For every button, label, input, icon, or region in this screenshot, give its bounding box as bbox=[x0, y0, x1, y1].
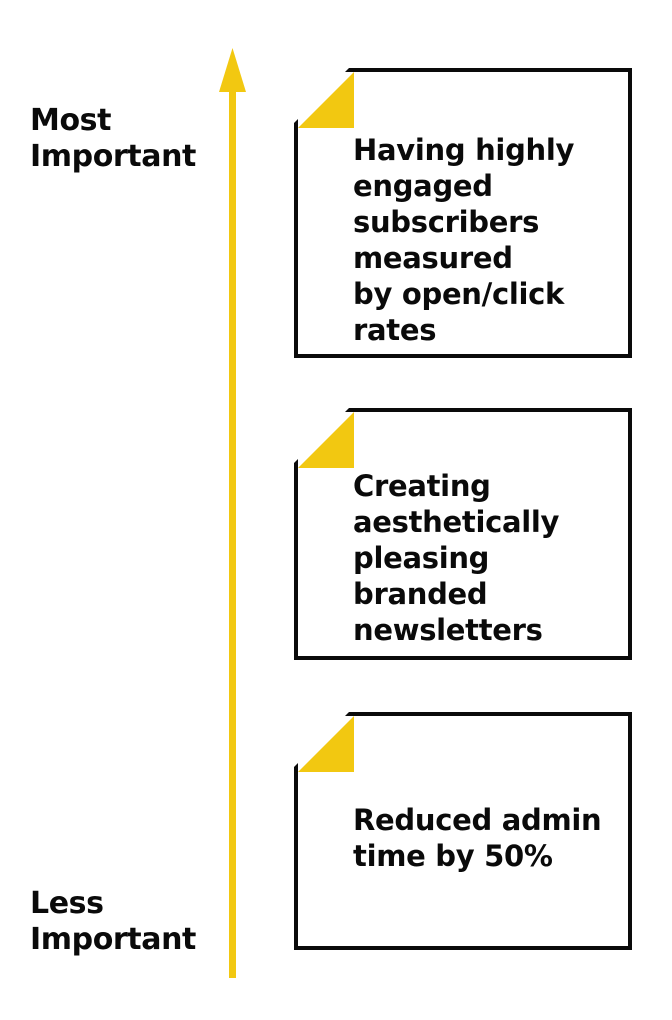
priority-card-2-text: Creating aesthetically pleasing branded … bbox=[353, 469, 560, 647]
folded-corner-icon bbox=[298, 716, 354, 772]
priority-axis bbox=[206, 40, 262, 985]
arrow-shaft bbox=[229, 90, 236, 978]
priority-card-3[interactable]: Reduced admin time by 50% bbox=[294, 712, 632, 950]
priority-card-3-text: Reduced admin time by 50% bbox=[353, 803, 602, 873]
axis-label-less-important: Less Important bbox=[30, 886, 196, 957]
folded-corner-icon bbox=[298, 72, 354, 128]
priority-card-1-text: Having highly engaged subscribers measur… bbox=[353, 133, 575, 347]
priority-card-2[interactable]: Creating aesthetically pleasing branded … bbox=[294, 408, 632, 660]
folded-corner-icon bbox=[298, 412, 354, 468]
priority-card-1[interactable]: Having highly engaged subscribers measur… bbox=[294, 68, 632, 358]
arrow-head bbox=[219, 48, 246, 92]
axis-label-most-important: Most Important bbox=[30, 103, 196, 174]
